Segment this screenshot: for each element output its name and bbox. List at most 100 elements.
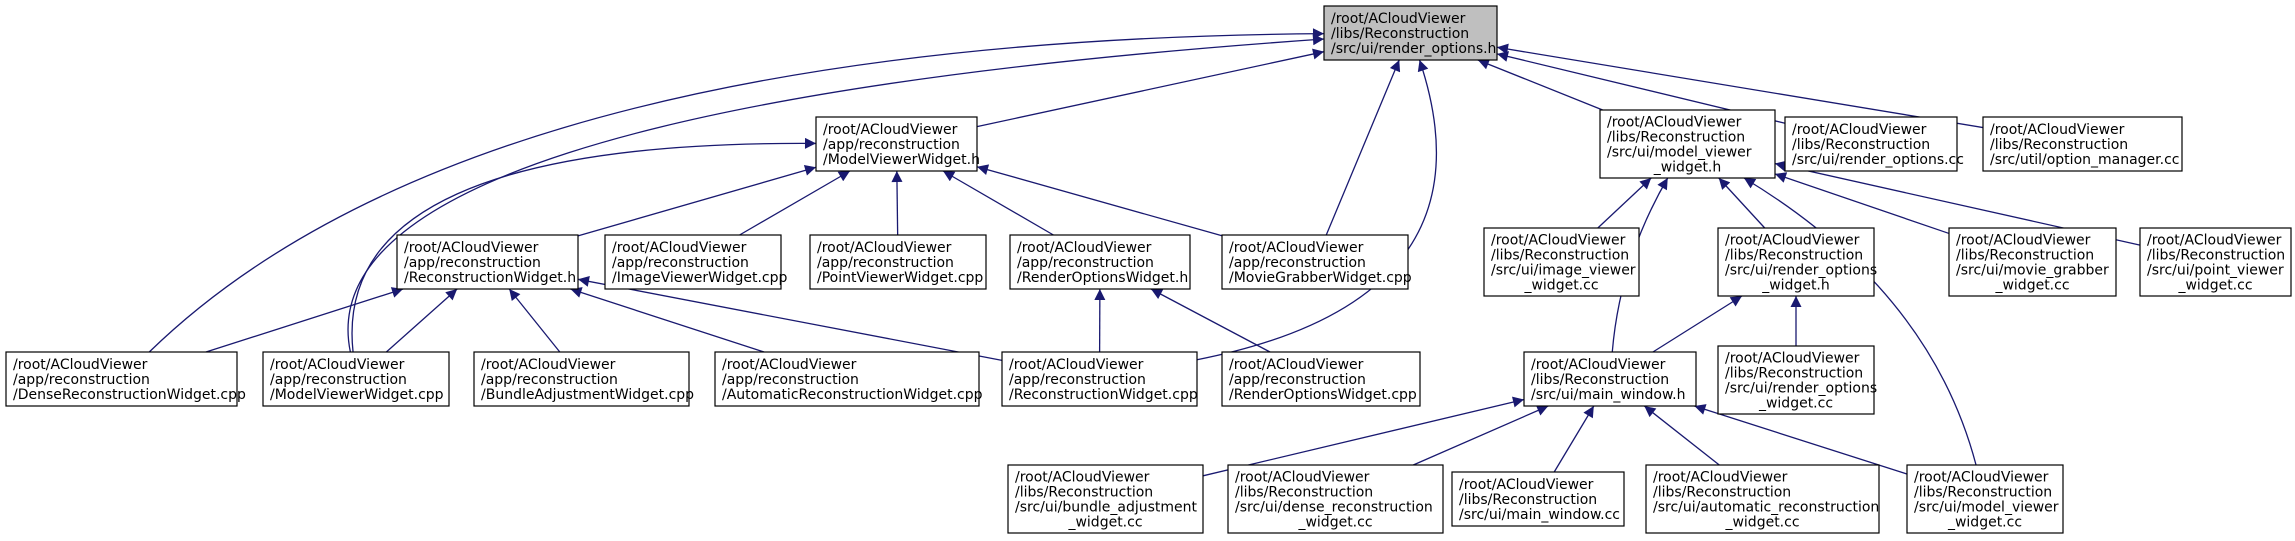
edge-src-movie-grabber-widget-cc-to-src-model-viewer-widget-h [1774,172,1950,235]
node-label-line: /root/ACloudViewer [1607,115,1742,131]
node-box [5,351,238,407]
node-box [1323,5,1498,61]
node-src-main-window-cc[interactable]: /root/ACloudViewer/libs/Reconstruction/s… [1451,471,1625,527]
node-label-line: /root/ACloudViewer [1990,122,2125,138]
node-src-image-viewer-widget-cc[interactable]: /root/ACloudViewer/libs/Reconstruction/s… [1483,227,1640,297]
node-src-option-manager-cc[interactable]: /root/ACloudViewer/libs/Reconstruction/s… [1982,116,2183,172]
node-app-renderoptionswidget-h[interactable]: /root/ACloudViewer/app/reconstruction/Re… [1009,234,1191,290]
node-app-modelviewerwidget-h[interactable]: /root/ACloudViewer/app/reconstruction/Mo… [815,116,980,172]
node-label-line: /root/ACloudViewer [1531,357,1666,373]
node-label-line: /src/ui/render_options [1725,263,1877,279]
node-label-line: /root/ACloudViewer [612,240,747,256]
node-label-line: /RenderOptionsWidget.cpp [1229,387,1417,403]
node-box [1221,234,1409,290]
edge-app-RenderOptionsWidget-cpp-to-app-RenderOptionsWidget-h [1150,288,1271,353]
node-label-line: /libs/Reconstruction [1531,372,1669,388]
node-src-automatic-reconstruction-widget-cc[interactable]: /root/ACloudViewer/libs/Reconstruction/s… [1645,464,1880,534]
node-app-densereconstructionwidget-cpp[interactable]: /root/ACloudViewer/app/reconstruction/De… [5,351,246,407]
node-app-moviegrabberwidget-cpp[interactable]: /root/ACloudViewer/app/reconstruction/Mo… [1221,234,1412,290]
node-label-line: /ReconstructionWidget.h [404,270,576,286]
node-label-line: /app/reconstruction [481,372,618,388]
edge-src-dense-reconstruction-widget-cc-to-src-main-window-h [1413,405,1549,466]
node-label-line: /root/ACloudViewer [1015,470,1150,486]
node-app-imageviewerwidget-cpp[interactable]: /root/ACloudViewer/app/reconstruction/Im… [604,234,787,290]
node-src-bundle-adjustment-widget-cc[interactable]: /root/ACloudViewer/libs/Reconstruction/s… [1007,464,1204,534]
node-src-model-viewer-widget-cc[interactable]: /root/ACloudViewer/libs/Reconstruction/s… [1906,464,2064,534]
node-label-line: /libs/Reconstruction [1990,137,2128,153]
node-label-line: /src/ui/bundle_adjustment [1015,500,1198,516]
node-box [1645,464,1880,534]
node-label-line: /src/ui/render_options [1725,381,1877,397]
node-label-line: /RenderOptionsWidget.h [1017,270,1188,286]
node-src-model-viewer-widget-h[interactable]: /root/ACloudViewer/libs/Reconstruction/s… [1599,109,1776,179]
node-label-line: /root/ACloudViewer [1725,233,1860,249]
edge-src-render-options-widget-h-to-src-model-viewer-widget-h [1718,177,1766,229]
edge-app-ReconstructionWidget-h-to-app-ModelViewerWidget-h [577,164,817,237]
node-box [1007,464,1204,534]
dependency-edges [148,28,2141,477]
edge-app-MovieGrabberWidget-cpp-to-app-ModelViewerWidget-h [976,164,1223,237]
node-label-line: /AutomaticReconstructionWidget.cpp [722,387,983,403]
edge-app-PointViewerWidget-cpp-to-app-ModelViewerWidget-h [891,170,903,236]
node-label-line: /libs/Reconstruction [2147,248,2285,264]
edge-app-RenderOptionsWidget-h-to-app-ModelViewerWidget-h [942,170,1054,236]
node-src-render-options-widget-cc[interactable]: /root/ACloudViewer/libs/Reconstruction/s… [1717,345,1877,415]
node-app-pointviewerwidget-cpp[interactable]: /root/ACloudViewer/app/reconstruction/Po… [809,234,987,290]
node-label-line: /libs/Reconstruction [1914,485,2052,501]
node-label-line: /root/ACloudViewer [1229,357,1364,373]
node-label-line: /libs/Reconstruction [1491,248,1629,264]
node-label-line: /libs/Reconstruction [1331,26,1469,42]
node-label-line: /app/reconstruction [612,255,749,271]
node-app-renderoptionswidget-cpp[interactable]: /root/ACloudViewer/app/reconstruction/Re… [1221,351,1421,407]
node-label-line: /src/ui/movie_grabber [1956,263,2109,279]
node-app-automaticreconstructionwidget-cpp[interactable]: /root/ACloudViewer/app/reconstruction/Au… [714,351,983,407]
node-label-line: /libs/Reconstruction [1956,248,2094,264]
node-label-line: /src/ui/dense_reconstruction [1235,500,1433,516]
node-src-main-window-h[interactable]: /root/ACloudViewer/libs/Reconstruction/s… [1523,351,1697,407]
edge-app-ModelViewerWidget-cpp-to-app-ModelViewerWidget-h [351,137,817,353]
node-app-bundleadjustmentwidget-cpp[interactable]: /root/ACloudViewer/app/reconstruction/Bu… [473,351,694,407]
node-label-line: /src/ui/render_options.cc [1792,152,1964,168]
node-src-render-options-widget-h[interactable]: /root/ACloudViewer/libs/Reconstruction/s… [1717,227,1877,297]
node-app-reconstructionwidget-h[interactable]: /root/ACloudViewer/app/reconstruction/Re… [396,234,579,290]
node-label-line: /root/ACloudViewer [1956,233,2091,249]
node-box [1906,464,2064,534]
node-label-line: _widget.cc [1947,515,2022,531]
node-box [1948,227,2117,297]
node-label-line: /app/reconstruction [1229,372,1366,388]
edge-app-ModelViewerWidget-h-to-render-options-h [976,48,1325,128]
node-label-line: /src/ui/automatic_reconstruction [1653,500,1879,516]
file-nodes: /root/ACloudViewer/libs/Reconstruction/s… [5,5,2292,534]
edge-app-ModelViewerWidget-cpp-to-render-options-h [347,34,1325,353]
node-label-line: /libs/Reconstruction [1792,137,1930,153]
edge-src-automatic-reconstruction-widget-cc-to-src-main-window-h [1643,405,1720,466]
node-label-line: /src/util/option_manager.cc [1990,152,2180,168]
node-render-options-h[interactable]: /root/ACloudViewer/libs/Reconstruction/s… [1323,5,1498,61]
node-label-line: /ModelViewerWidget.cpp [270,387,444,403]
node-label-line: /app/reconstruction [13,372,150,388]
node-box [1227,464,1444,534]
node-label-line: _widget.cc [1067,515,1142,531]
node-box [1717,227,1875,297]
node-label-line: /root/ACloudViewer [1792,122,1927,138]
node-box [1483,227,1640,297]
edge-src-main-window-h-to-src-render-options-widget-h [1652,295,1743,353]
node-label-line: /app/reconstruction [1229,255,1366,271]
node-label-line: /app/reconstruction [823,137,960,153]
edge-src-model-viewer-widget-h-to-render-options-h [1477,58,1603,111]
node-label-line: _widget.cc [1724,515,1799,531]
node-app-modelviewerwidget-cpp[interactable]: /root/ACloudViewer/app/reconstruction/Mo… [262,351,450,407]
node-box [1982,116,2183,172]
node-label-line: /root/ACloudViewer [817,240,952,256]
node-src-dense-reconstruction-widget-cc[interactable]: /root/ACloudViewer/libs/Reconstruction/s… [1227,464,1444,534]
edge-app-ModelViewerWidget-cpp-to-app-ReconstructionWidget-h [385,288,458,353]
edge-app-ReconstructionWidget-cpp-to-app-ReconstructionWidget-h [577,275,1003,361]
node-label-line: /root/ACloudViewer [1229,240,1364,256]
node-label-line: /app/reconstruction [817,255,954,271]
node-label-line: /libs/Reconstruction [1459,492,1597,508]
node-src-point-viewer-widget-cc[interactable]: /root/ACloudViewer/libs/Reconstruction/s… [2139,227,2292,297]
node-src-movie-grabber-widget-cc[interactable]: /root/ACloudViewer/libs/Reconstruction/s… [1948,227,2117,297]
node-box [1784,116,1958,172]
node-src-render-options-cc[interactable]: /root/ACloudViewer/libs/Reconstruction/s… [1784,116,1964,172]
node-app-reconstructionwidget-cpp[interactable]: /root/ACloudViewer/app/reconstruction/Re… [1001,351,1198,407]
